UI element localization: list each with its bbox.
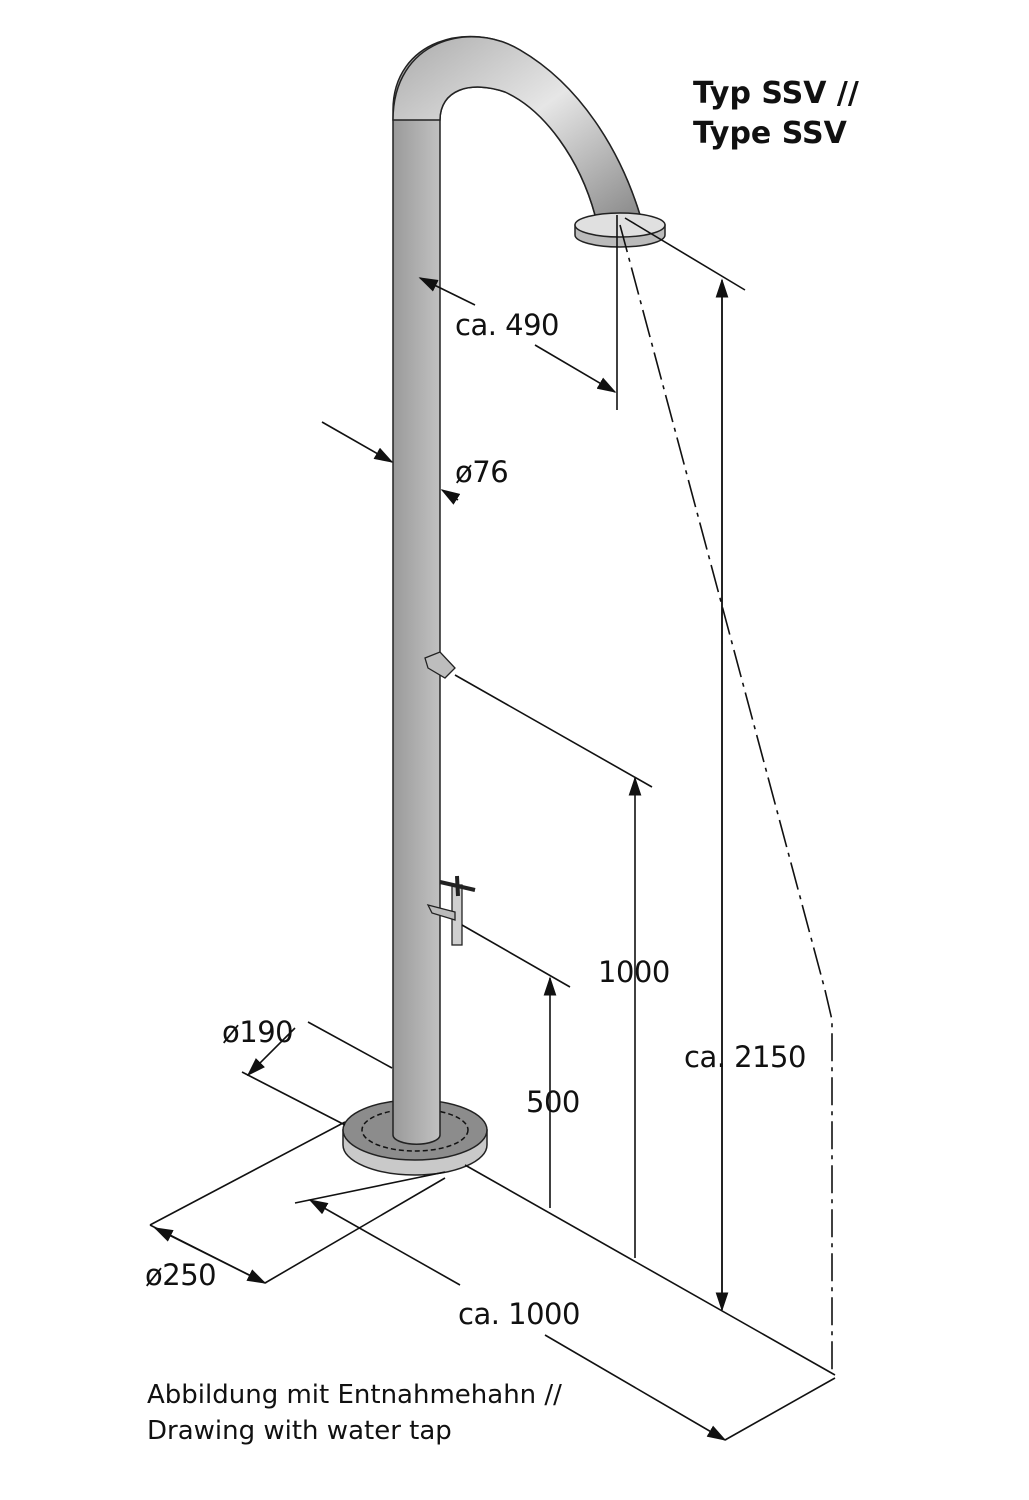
- water-tap: [426, 875, 476, 946]
- caption: Abbildung mit Entnahmehahn // Drawing wi…: [147, 1377, 562, 1449]
- type-title-de: Typ SSV //: [693, 76, 859, 111]
- dimension-lines: [149, 215, 836, 1441]
- dimension-reach: ca. 490: [455, 308, 560, 342]
- dimension-pipe-diameter: ø76: [455, 455, 509, 489]
- caption-de: Abbildung mit Entnahmehahn //: [147, 1380, 562, 1410]
- type-title-en: Type SSV: [693, 116, 847, 151]
- dimension-inner-base: ø190: [222, 1015, 294, 1049]
- dimension-tap-height: 500: [526, 1085, 580, 1119]
- push-valve: [424, 651, 456, 679]
- dimension-total-height: ca. 2150: [684, 1040, 806, 1074]
- dimension-spray-distance: ca. 1000: [458, 1297, 580, 1331]
- dimension-outer-base: ø250: [145, 1258, 217, 1292]
- shower-head: [574, 212, 666, 248]
- shower-pipe: [392, 35, 642, 1145]
- caption-en: Drawing with water tap: [147, 1416, 452, 1446]
- type-title: Typ SSV // Type SSV: [693, 74, 859, 154]
- dimension-valve-height: 1000: [598, 955, 670, 989]
